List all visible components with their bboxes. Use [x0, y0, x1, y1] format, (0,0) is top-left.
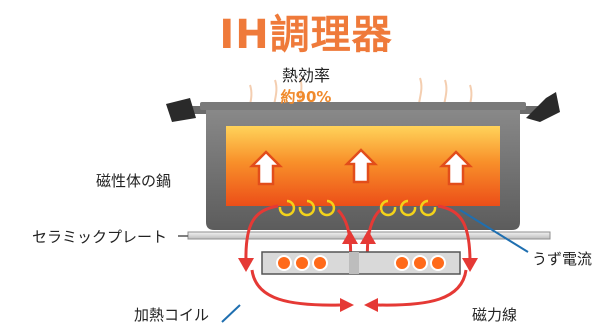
- heat-arrow-1: [248, 150, 284, 186]
- magnetic-flux-arrowheads: [238, 230, 478, 312]
- label-flux: 磁力線: [472, 306, 518, 324]
- eddy-current-loops: [278, 199, 437, 217]
- diagram-title: IH調理器: [219, 12, 393, 58]
- pot-handle-right: [512, 92, 560, 122]
- pot-rim: [200, 102, 526, 110]
- label-eddy: うず電流: [532, 250, 593, 268]
- heat-arrow-3: [438, 150, 474, 186]
- efficiency-label: 熱効率: [281, 66, 330, 85]
- leader-lines: [221, 209, 529, 323]
- label-coil: 加熱コイル: [134, 306, 210, 324]
- label-plate: セラミックプレート: [32, 228, 168, 246]
- heat-arrow-2: [343, 148, 379, 184]
- heating-coil: [261, 251, 461, 275]
- efficiency-value: 約90%: [280, 88, 332, 106]
- label-pot: 磁性体の鍋: [96, 172, 172, 190]
- coil-leader: [221, 304, 241, 323]
- pot-handle-left: [166, 98, 212, 122]
- heat-arrows: [248, 148, 474, 186]
- eddy-leader: [459, 209, 529, 253]
